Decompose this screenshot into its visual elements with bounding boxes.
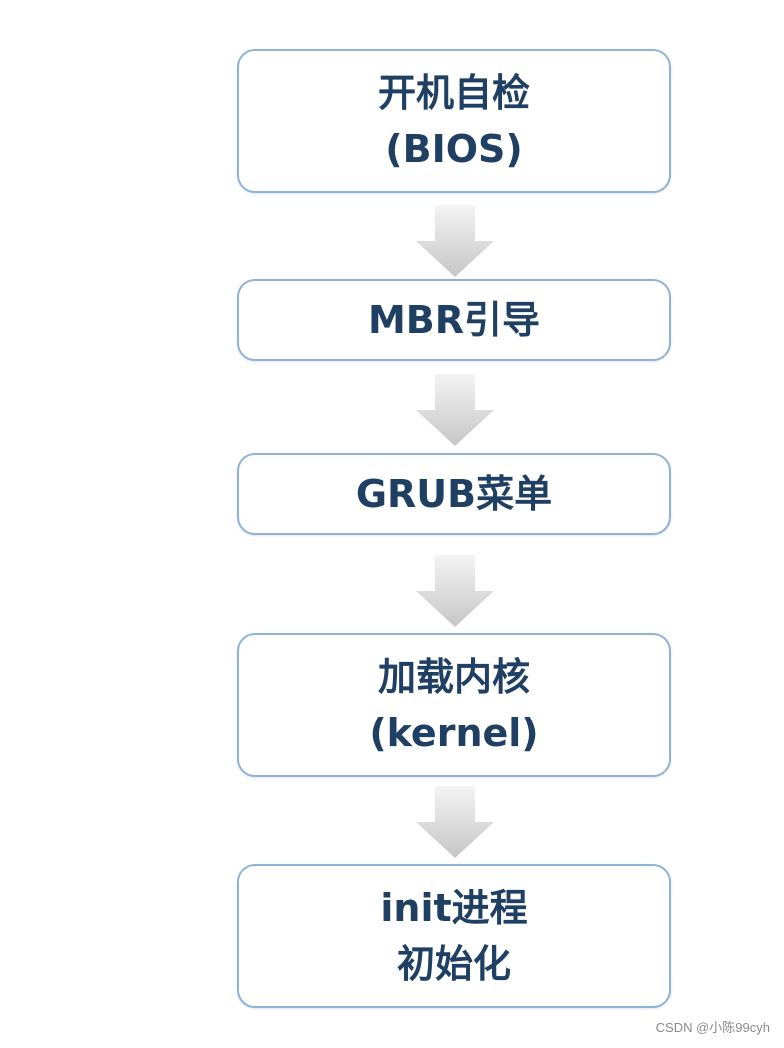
step-bios-post-line1: 开机自检 [377, 71, 530, 115]
step-grub-menu: GRUB菜单 [237, 453, 671, 535]
step-grub-menu-line1: GRUB菜单 [355, 472, 553, 516]
step-mbr-boot: MBR引导 [237, 279, 671, 361]
step-bios-post: 开机自检 (BIOS) [237, 49, 671, 193]
down-arrow-icon [416, 555, 494, 627]
step-init-process: init进程 初始化 [237, 864, 671, 1008]
step-mbr-boot-line1: MBR引导 [367, 298, 541, 342]
step-init-process-line1: init进程 [380, 886, 528, 930]
watermark: CSDN @小陈99cyh [655, 1020, 770, 1035]
step-bios-post-line2: (BIOS) [385, 127, 523, 171]
step-load-kernel: 加载内核 (kernel) [237, 633, 671, 777]
step-load-kernel-line1: 加载内核 [377, 655, 530, 699]
step-init-process-line2: 初始化 [396, 942, 511, 986]
down-arrow-icon [416, 786, 494, 858]
step-load-kernel-line2: (kernel) [369, 711, 539, 755]
down-arrow-icon [416, 205, 494, 277]
down-arrow-icon [416, 374, 494, 446]
